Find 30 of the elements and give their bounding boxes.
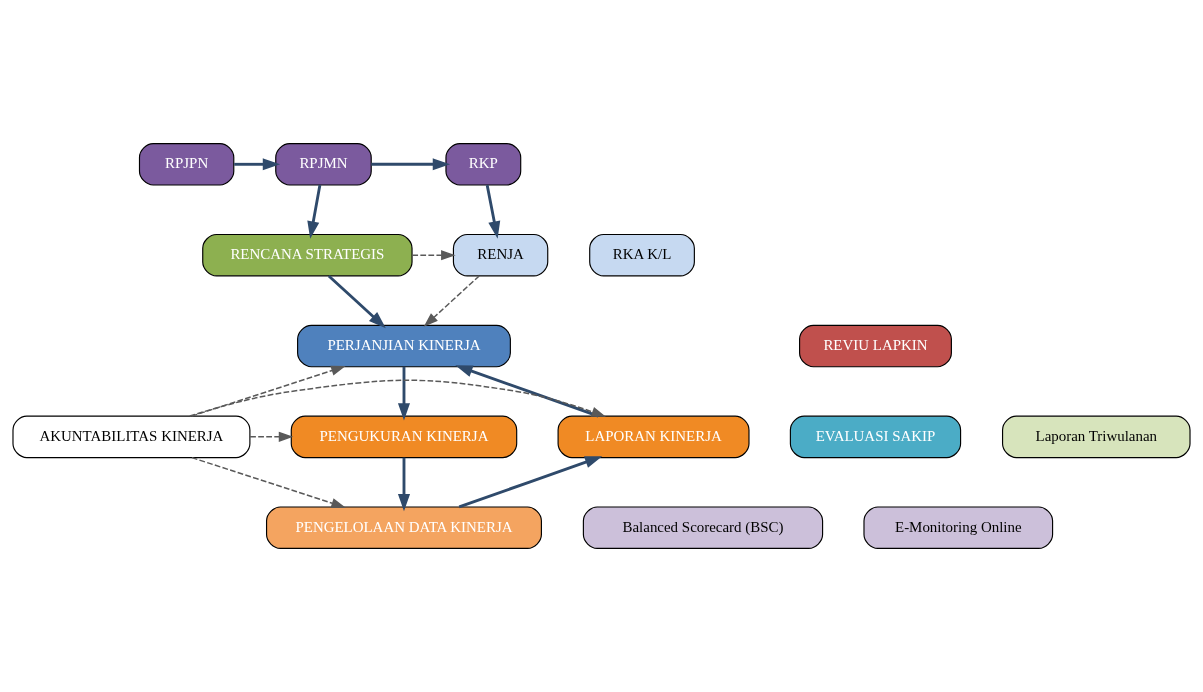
arrow [397, 366, 411, 421]
node-box: RPJPN [138, 143, 235, 186]
arrow [249, 431, 294, 442]
arrow [458, 456, 603, 509]
node-box: RKA K/L [589, 233, 695, 277]
node-box: PERJANJIAN KINERJA [297, 324, 511, 368]
node-box: RKP [445, 143, 522, 186]
arrow [191, 456, 346, 508]
arrow [411, 250, 456, 261]
arrow [371, 158, 451, 171]
arrow [327, 274, 386, 329]
arrow [485, 184, 501, 239]
arrow [234, 158, 281, 171]
node-box: E-Monitoring Online [863, 506, 1054, 549]
node-box: RPJMN [275, 143, 372, 186]
node-box: RENCANA STRATEGIS [202, 233, 413, 277]
arrow [307, 184, 322, 239]
node-box: AKUNTABILITAS KINERJA [12, 415, 251, 459]
arrow [189, 379, 606, 417]
node-box: PENGUKURAN KINERJA [290, 415, 518, 459]
node-box: Balanced Scorecard (BSC) [582, 506, 824, 549]
node-box: Laporan Triwulanan [1002, 415, 1191, 459]
node-box: REVIU LAPKIN [799, 324, 952, 368]
arrow [397, 457, 411, 512]
node-box: PENGELOLAAN DATA KINERJA [266, 506, 542, 549]
arrow [423, 275, 480, 327]
node-box: LAPORAN KINERJA [557, 415, 750, 459]
node-box: EVALUASI SAKIP [789, 415, 962, 459]
arrow [191, 365, 346, 417]
node-box: RENJA [452, 233, 549, 277]
